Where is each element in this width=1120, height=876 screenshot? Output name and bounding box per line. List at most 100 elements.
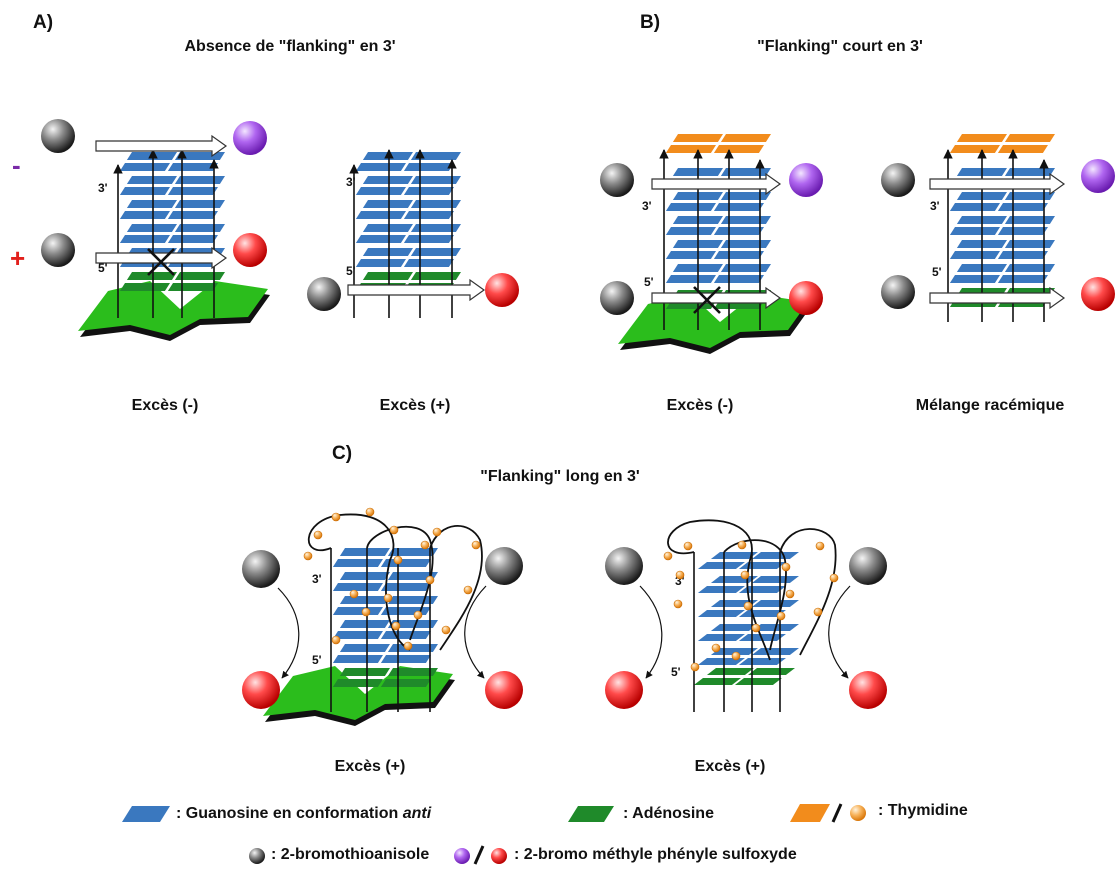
- tile: [362, 248, 413, 256]
- tile: [174, 200, 225, 208]
- tile: [403, 259, 454, 267]
- tile: [167, 187, 218, 195]
- caption-c2: Excès (+): [694, 758, 766, 775]
- plus-sign: +: [10, 243, 26, 273]
- quad-a2-layer-3: [355, 224, 461, 243]
- tile: [751, 600, 799, 607]
- surface-a1: [78, 281, 268, 335]
- grey-sphere-icon: [600, 163, 634, 197]
- flanking-strand-c1-0: [307, 513, 411, 651]
- tile: [720, 192, 771, 200]
- flanking-strand-c2-0: [667, 519, 771, 661]
- tile: [997, 203, 1048, 211]
- tile: [734, 678, 782, 685]
- tile: [665, 227, 716, 235]
- tile: [665, 145, 716, 153]
- tile: [997, 251, 1048, 259]
- tile: [380, 679, 431, 687]
- thymine-bead: [813, 607, 823, 617]
- tile: [997, 145, 1048, 153]
- adenosine-legend-swatch: [568, 806, 614, 822]
- thymine-bead: [815, 541, 825, 551]
- tile: [751, 552, 799, 559]
- quad-c1-layer-3: [332, 620, 438, 639]
- thymine-bead: [420, 540, 430, 550]
- thymine-bead: [711, 643, 721, 653]
- red-sphere-icon: [1081, 277, 1115, 311]
- thymine-bead: [365, 507, 375, 517]
- tile: [387, 572, 438, 580]
- tile: [949, 145, 1000, 153]
- quad-b2-layer-4: [949, 264, 1055, 283]
- quad-b1-thymine-layer-0: [665, 134, 771, 153]
- tile: [174, 224, 225, 232]
- tile: [720, 216, 771, 224]
- quad-a2-layer-4: [355, 248, 461, 267]
- thymine-bead: [432, 527, 442, 537]
- tile: [713, 251, 764, 259]
- tile: [119, 211, 170, 219]
- tile: [720, 168, 771, 176]
- label-3prime-c2: 3': [675, 574, 685, 588]
- panel-b-title: "Flanking" court en 3': [757, 38, 923, 55]
- thymine-bead: [391, 621, 401, 631]
- tile: [355, 235, 406, 243]
- quad-b1-layer-3: [665, 240, 771, 259]
- tile: [1004, 240, 1055, 248]
- thymine-bead: [383, 593, 393, 603]
- tile: [713, 145, 764, 153]
- tile: [738, 658, 786, 665]
- tile: [697, 658, 745, 665]
- tile: [403, 163, 454, 171]
- purple-sphere-icon: [789, 163, 823, 197]
- tile: [339, 644, 390, 652]
- thymine-bead: [690, 662, 700, 672]
- grey-sphere-icon: [849, 547, 887, 585]
- tile: [697, 562, 745, 569]
- quad-b1-layer-4: [665, 264, 771, 283]
- legend-guanosine: : Guanosine en conformation anti: [176, 805, 431, 823]
- tile: [697, 610, 745, 617]
- arrow-icon: [95, 246, 228, 270]
- arrow-icon: [651, 172, 782, 196]
- grey-sphere-icon: [307, 277, 341, 311]
- arrow-icon: [828, 585, 851, 679]
- quad-c2-layer-4: [697, 648, 799, 665]
- tile: [410, 152, 461, 160]
- tile: [738, 610, 786, 617]
- thymine-bead: [731, 651, 741, 661]
- quad-c2-layer-3: [697, 624, 799, 641]
- tile: [174, 176, 225, 184]
- thymine-bead: [331, 635, 341, 645]
- tile: [167, 283, 218, 291]
- thymine-bead: [737, 540, 747, 550]
- caption-a1: Excès (-): [131, 397, 199, 414]
- tile: [949, 275, 1000, 283]
- arrow-icon: [464, 585, 487, 679]
- quad-c2-adenine: [693, 668, 795, 685]
- thymidine-legend-swatch: [790, 804, 830, 822]
- tile: [720, 134, 771, 142]
- label-3prime-c1: 3': [312, 572, 322, 586]
- tile: [355, 163, 406, 171]
- tile: [1004, 192, 1055, 200]
- tile: [713, 203, 764, 211]
- tile: [119, 187, 170, 195]
- tile: [362, 176, 413, 184]
- flanking-strand-c1-1: [429, 525, 483, 651]
- tile: [710, 648, 758, 655]
- tile: [332, 607, 383, 615]
- tile: [751, 648, 799, 655]
- thymine-bead: [751, 623, 761, 633]
- tile: [119, 163, 170, 171]
- tile: [738, 586, 786, 593]
- tile: [710, 624, 758, 631]
- legend-product: : 2-bromo méthyle phényle sulfoxyde: [514, 846, 797, 863]
- thymine-bead: [361, 607, 371, 617]
- tile: [949, 203, 1000, 211]
- quad-b2-layer-1: [949, 192, 1055, 211]
- tile: [693, 678, 741, 685]
- label-5prime-a2: 5': [346, 264, 356, 278]
